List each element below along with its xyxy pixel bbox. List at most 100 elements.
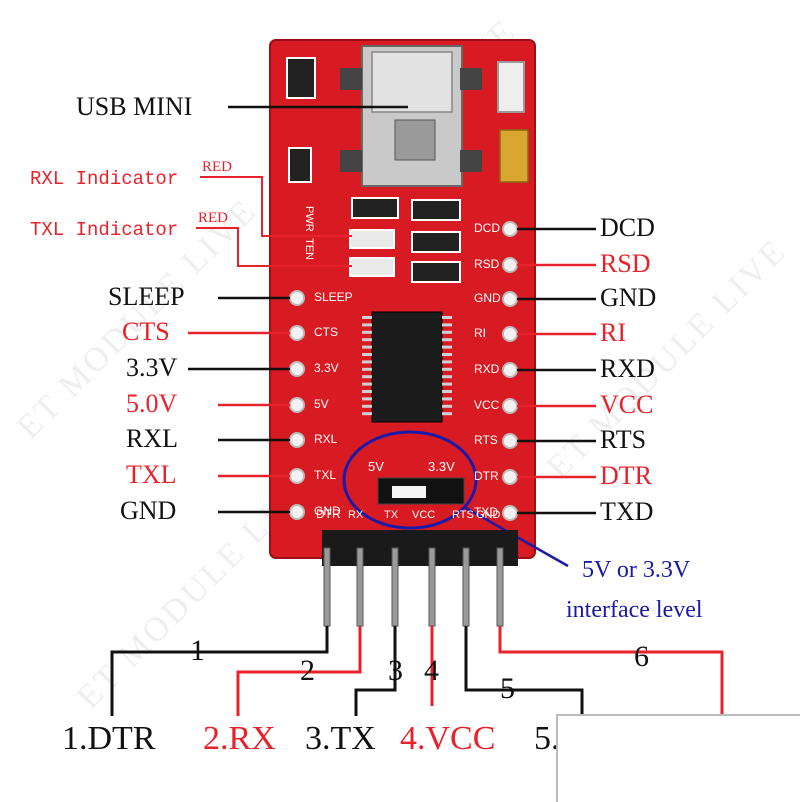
smd-part bbox=[411, 199, 461, 221]
silk-right-0: DCD bbox=[474, 221, 500, 235]
smd-part bbox=[286, 57, 316, 99]
silk-ten: TEN bbox=[303, 238, 315, 260]
pin-hole bbox=[289, 397, 305, 413]
header-number-1: 1 bbox=[190, 634, 205, 667]
chip-legs bbox=[362, 316, 452, 416]
chip-leg bbox=[442, 330, 452, 334]
silk-left-6: GND bbox=[314, 504, 341, 518]
header-wires bbox=[110, 626, 724, 716]
silk-header-vcc: VCC bbox=[412, 509, 436, 521]
chip-leg bbox=[362, 316, 372, 319]
silk-right-6: RTS bbox=[474, 433, 498, 447]
smd-part bbox=[351, 197, 399, 219]
right-pin-label-dcd: DCD bbox=[600, 213, 655, 242]
chip-leg bbox=[362, 412, 372, 416]
chip-leg bbox=[442, 316, 452, 319]
pin-hole bbox=[289, 361, 305, 377]
right-pin-label-rsd: RSD bbox=[600, 249, 651, 278]
header-pins bbox=[323, 547, 504, 627]
chip-leg bbox=[362, 367, 372, 371]
chip-leg bbox=[442, 390, 452, 393]
pin-hole bbox=[502, 257, 518, 273]
bottom-label-3: 3.TX bbox=[305, 720, 376, 757]
chip-leg bbox=[362, 375, 372, 379]
bottom-label-5: 5. bbox=[534, 720, 560, 757]
pin-hole bbox=[502, 433, 518, 449]
txl-indicator-tag: RED bbox=[198, 210, 228, 226]
pin-holes bbox=[289, 221, 518, 521]
right-pin-label-vcc: VCC bbox=[600, 390, 654, 419]
chip-leg bbox=[442, 360, 452, 364]
left-pin-label-33v: 3.3V bbox=[126, 353, 178, 382]
chip-leg bbox=[442, 345, 452, 349]
header-pin bbox=[323, 547, 331, 627]
chip-leg bbox=[442, 338, 452, 342]
pin-hole bbox=[289, 325, 305, 341]
chip-leg bbox=[442, 397, 452, 401]
usb-mini-connector bbox=[340, 45, 482, 187]
header-wire bbox=[110, 626, 329, 716]
chip-leg bbox=[362, 345, 372, 349]
pin-hole bbox=[502, 221, 518, 237]
rxl-indicator-tag: RED bbox=[202, 159, 232, 175]
pin-hole bbox=[289, 290, 305, 306]
silk-header-rx: RX bbox=[348, 509, 364, 521]
pin-hole bbox=[502, 505, 518, 521]
chip-leg bbox=[362, 323, 372, 327]
right-pin-label-txd: TXD bbox=[600, 497, 654, 526]
usb-mini-label: USB MINI bbox=[76, 92, 193, 121]
header-number-3: 3 bbox=[388, 654, 403, 687]
led bbox=[349, 257, 395, 277]
bottom-label-2: 2.RX bbox=[203, 720, 276, 757]
ftdi-chip bbox=[371, 311, 443, 423]
header-wire bbox=[236, 626, 362, 716]
smd-part bbox=[411, 231, 461, 253]
right-pin-label-rxd: RXD bbox=[600, 354, 655, 383]
rxl-indicator-label: RXL Indicator bbox=[30, 168, 179, 190]
chip-leg bbox=[362, 360, 372, 364]
smd-part bbox=[288, 147, 312, 183]
silk-jumper-3v3: 3.3V bbox=[428, 459, 455, 474]
bottom-label-1: 1.DTR bbox=[62, 720, 156, 757]
pin-hole bbox=[502, 291, 518, 307]
silk-jumper-5v: 5V bbox=[368, 459, 384, 474]
left-pin-label-cts: CTS bbox=[122, 317, 170, 346]
bottom-label-4: 4.VCC bbox=[400, 720, 496, 757]
chip-leg bbox=[442, 375, 452, 379]
tantalum-capacitor bbox=[499, 129, 529, 183]
pin-hole bbox=[502, 326, 518, 342]
left-pin-label-txl: TXL bbox=[126, 460, 177, 489]
header-pin bbox=[428, 547, 436, 627]
silk-right-7: DTR bbox=[474, 469, 499, 483]
left-pin-label-sleep: SLEEP bbox=[108, 282, 185, 311]
header-pin bbox=[356, 547, 364, 627]
chip-leg bbox=[442, 404, 452, 408]
leader-line bbox=[200, 176, 352, 237]
header-number-4: 4 bbox=[424, 654, 439, 687]
chip-leg bbox=[442, 382, 452, 386]
header-wire bbox=[464, 626, 584, 716]
silk-right-5: VCC bbox=[474, 398, 500, 412]
silk-header-rts: RTS bbox=[452, 509, 474, 521]
silk-left-2: 3.3V bbox=[314, 361, 339, 375]
chip-leg bbox=[442, 367, 452, 371]
pin-header bbox=[322, 530, 518, 566]
silk-pwr: PWR bbox=[303, 206, 315, 232]
header-pin bbox=[496, 547, 504, 627]
overlay-corner bbox=[556, 714, 800, 802]
chip-leg bbox=[442, 353, 452, 356]
silk-right-2: GND bbox=[474, 291, 501, 305]
silk-left-5: TXL bbox=[314, 468, 337, 482]
left-pin-label-50v: 5.0V bbox=[126, 389, 178, 418]
jumper-note-line1: 5V or 3.3V bbox=[582, 557, 691, 583]
txl-indicator-label: TXL Indicator bbox=[30, 219, 179, 241]
jumper-note-line2: interface level bbox=[566, 597, 703, 623]
smd-part bbox=[497, 61, 525, 113]
chip-leg bbox=[442, 323, 452, 327]
chip-leg bbox=[362, 397, 372, 401]
header-number-5: 5 bbox=[500, 672, 515, 705]
chip-leg bbox=[362, 404, 372, 408]
leader-lines bbox=[188, 105, 596, 515]
